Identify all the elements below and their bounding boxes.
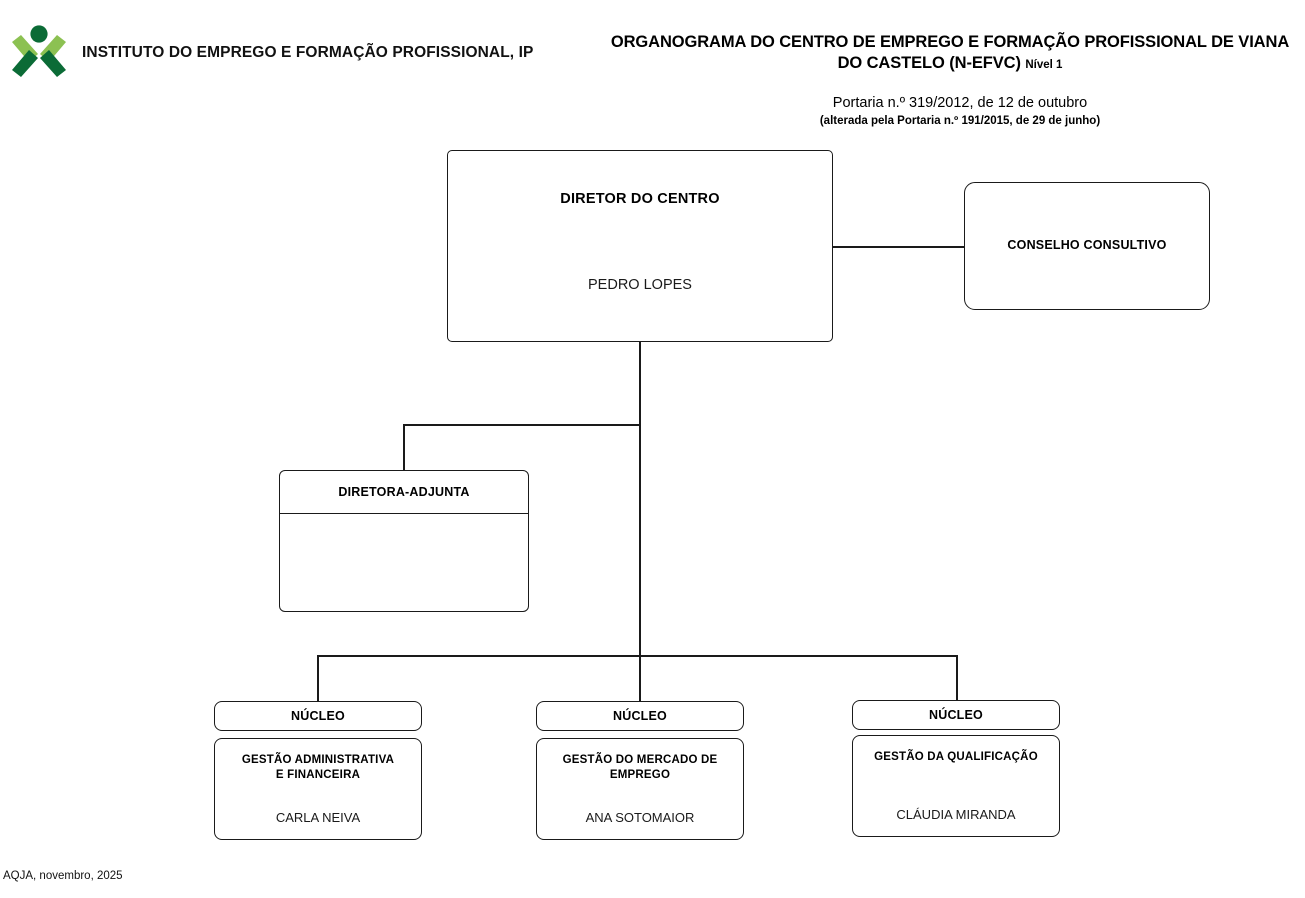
node-unit-2-header-label: NÚCLEO: [613, 709, 667, 723]
subtitle-block: Portaria n.º 319/2012, de 12 de outubro …: [660, 94, 1260, 129]
subtitle-amendment: (alterada pela Portaria n.º 191/2015, de…: [819, 114, 1101, 127]
subtitle-ordinance: Portaria n.º 319/2012, de 12 de outubro: [832, 95, 1088, 111]
node-unit-3-header-label: NÚCLEO: [929, 708, 983, 722]
node-director-person: PEDRO LOPES: [588, 277, 692, 293]
node-unit-2-person: ANA SOTOMAIOR: [585, 810, 695, 825]
node-deputy-director-body: [280, 514, 528, 612]
connector-deputy-drop: [403, 424, 405, 471]
page-title-line1: ORGANOGRAMA DO CENTRO DE EMPREGO E FORMA…: [610, 33, 1234, 51]
node-director[interactable]: DIRETOR DO CENTRO PEDRO LOPES: [447, 150, 833, 342]
node-advisory-council-title: CONSELHO CONSULTIVO: [1007, 238, 1167, 252]
brand-header: INSTITUTO DO EMPREGO E FORMAÇÃO PROFISSI…: [8, 24, 533, 82]
node-unit-1-person: CARLA NEIVA: [275, 810, 361, 825]
footer-note: AQJA, novembro, 2025: [3, 870, 123, 882]
node-unit-3-department: GESTÃO DA QUALIFICAÇÃO: [874, 751, 1038, 763]
page-title: ORGANOGRAMA DO CENTRO DE EMPREGO E FORMA…: [600, 32, 1300, 74]
title-block: ORGANOGRAMA DO CENTRO DE EMPREGO E FORMA…: [600, 32, 1300, 74]
connector-director-stem: [639, 342, 641, 656]
node-unit-3-body[interactable]: GESTÃO DA QUALIFICAÇÃO CLÁUDIA MIRANDA: [852, 735, 1060, 837]
node-unit-3-person: CLÁUDIA MIRANDA: [896, 807, 1016, 822]
node-unit-2-body[interactable]: GESTÃO DO MERCADO DE EMPREGO ANA SOTOMAI…: [536, 738, 744, 840]
node-advisory-council[interactable]: CONSELHO CONSULTIVO: [964, 182, 1210, 310]
brand-name: INSTITUTO DO EMPREGO E FORMAÇÃO PROFISSI…: [82, 44, 534, 61]
node-unit-2-department: GESTÃO DO MERCADO DE EMPREGO: [562, 754, 718, 781]
connector-unit-3-drop: [956, 655, 958, 702]
node-unit-3-header[interactable]: NÚCLEO: [852, 700, 1060, 730]
connector-unit-2-drop: [639, 655, 641, 702]
page-title-line2: VIANA DO CASTELO (N-EFVC): [837, 33, 1290, 73]
connector-director-advisory: [832, 246, 965, 248]
node-deputy-director-header: DIRETORA-ADJUNTA: [280, 471, 528, 514]
node-unit-1-header-label: NÚCLEO: [291, 709, 345, 723]
connector-units-bar: [317, 655, 957, 657]
ief-people-x-logo-icon: [12, 25, 66, 77]
node-deputy-director[interactable]: DIRETORA-ADJUNTA: [279, 470, 529, 612]
node-director-title: DIRETOR DO CENTRO: [560, 191, 720, 207]
page-title-level: Nível 1: [1025, 59, 1063, 72]
node-unit-1-header[interactable]: NÚCLEO: [214, 701, 422, 731]
node-deputy-director-title: DIRETORA-ADJUNTA: [338, 485, 470, 499]
connector-deputy-horizontal: [404, 424, 640, 426]
connector-unit-1-drop: [317, 655, 319, 702]
node-unit-2-header[interactable]: NÚCLEO: [536, 701, 744, 731]
